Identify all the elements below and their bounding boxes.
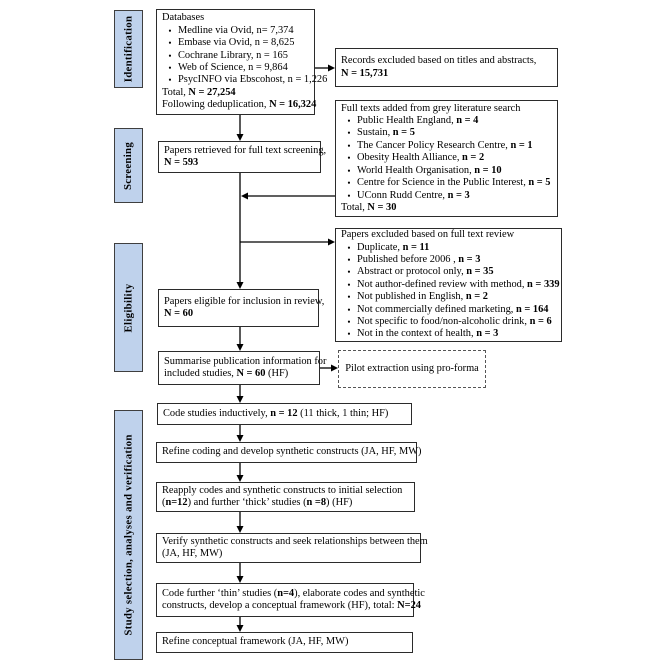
box-pilot-extraction: Pilot extraction using pro-forma [338,350,486,388]
bullet-icon: • [347,279,351,290]
bullet-item: •Obesity Health Alliance, n = 2 [341,152,552,164]
bullet-icon: • [347,178,351,189]
bullet-item: •Not commercially defined marketing, n =… [341,304,556,316]
stage-study-selection-label: Study selection, analyses and verificati… [122,434,135,636]
bullet-icon: • [347,304,351,315]
text-line: Summarise publication information for [164,355,327,367]
stage-screening-label: Screening [122,141,135,190]
text-line: Refine coding and develop synthetic cons… [162,446,422,458]
bullet-icon: • [347,153,351,164]
bullet-item: •Duplicate, n = 11 [341,242,556,254]
text-line: Following deduplication, N = 16,324 [162,99,317,111]
stage-study-selection: Study selection, analyses and verificati… [114,410,143,660]
bullet-item: •Centre for Science in the Public Intere… [341,177,552,189]
bullet-item: •PsycINFO via Ebscohost, n = 1,226 [162,74,327,86]
text-line: Records excluded based on titles and abs… [341,55,537,67]
text-line: Total, N = 30 [341,201,397,213]
bullet-item: •Not specific to food/non-alcoholic drin… [341,316,556,328]
bullet-item: •Not in the context of health, n = 3 [341,328,556,340]
box-records-excluded: Records excluded based on titles and abs… [335,48,558,87]
text-line: (n=12) and further ‘thick’ studies (n =8… [162,497,353,508]
text-line: Refine conceptual framework (JA, HF, MW) [162,636,349,648]
text-line: Verify synthetic constructs and seek rel… [162,535,428,547]
text-line: Papers retrieved for full text screening… [164,144,327,156]
box-refine-framework: Refine conceptual framework (JA, HF, MW) [156,632,413,653]
text-line: N = 60 [164,308,194,319]
bullet-item: •Embase via Ovid, n = 8,625 [162,37,309,49]
box-papers-eligible: Papers eligible for inclusion in review,… [158,289,325,327]
stage-identification-label: Identification [122,15,135,83]
text-line: N = 593 [164,157,199,168]
box-papers-excluded: Papers excluded based on full text revie… [335,228,562,342]
bullet-item: •World Health Organisation, n = 10 [341,165,552,177]
bullet-icon: • [347,292,351,303]
box-papers-retrieved: Papers retrieved for full text screening… [158,141,327,173]
bullet-item: •Cochrane Library, n = 165 [162,50,309,62]
bullet-item: •UConn Rudd Centre, n = 3 [341,190,552,202]
bullet-item: •Public Health England, n = 4 [341,115,552,127]
text-line: Papers excluded based on full text revie… [341,229,515,241]
bullet-item: •Sustain, n = 5 [341,127,552,139]
bullet-icon: • [347,267,351,278]
bullet-icon: • [347,242,351,253]
bullet-icon: • [168,50,172,61]
box-verify-constructs: Verify synthetic constructs and seek rel… [156,533,428,563]
bullet-item: •Medline via Ovid, n= 7,374 [162,25,309,37]
bullet-icon: • [347,116,351,127]
bullet-icon: • [168,75,172,86]
text-line: constructs, develop a conceptual framewo… [162,600,421,611]
bullet-icon: • [347,329,351,340]
bullet-icon: • [347,128,351,139]
text-line: included studies, N = 60 (HF) [164,368,289,379]
text-line: Full texts added from grey literature se… [341,102,521,114]
stage-eligibility-label: Eligibility [122,283,135,332]
bullet-item: •The Cancer Policy Research Centre, n = … [341,140,552,152]
bullet-icon: • [347,190,351,201]
text-line: Code studies inductively, n = 12 (11 thi… [163,407,389,419]
text-line: Databases [162,12,205,24]
bullet-icon: • [168,38,172,49]
stage-screening: Screening [114,128,143,203]
bullet-icon: • [347,140,351,151]
bullet-icon: • [347,254,351,265]
text-line: N = 15,731 [341,67,389,79]
bullet-icon: • [168,25,172,36]
bullet-item: •Published before 2006 , n = 3 [341,254,556,266]
text-line: Pilot extraction using pro-forma [345,362,479,374]
bullet-icon: • [168,63,172,73]
bullet-item: •Not author-defined review with method, … [341,279,559,291]
box-reapply-codes: Reapply codes and synthetic constructs t… [156,482,415,512]
bullet-icon: • [347,317,351,328]
text-line: Code further ‘thin’ studies (n=4), elabo… [162,587,425,599]
stage-eligibility: Eligibility [114,243,143,372]
bullet-icon: • [347,165,351,176]
text-line: Reapply codes and synthetic constructs t… [162,484,403,496]
text-line: Total, N = 27,254 [162,86,236,98]
bullet-item: •Not published in English, n = 2 [341,291,556,303]
text-line: Papers eligible for inclusion in review, [164,295,325,307]
box-refine-coding: Refine coding and develop synthetic cons… [156,442,422,463]
box-grey-literature: Full texts added from grey literature se… [335,100,558,217]
box-code-inductively: Code studies inductively, n = 12 (11 thi… [157,403,412,425]
text-line: (JA, HF, MW) [162,548,223,559]
box-databases: Databases•Medline via Ovid, n= 7,374•Emb… [156,9,327,115]
bullet-item: •Web of Science, n = 9,864 [162,62,309,74]
box-code-further: Code further ‘thin’ studies (n=4), elabo… [156,583,425,617]
bullet-item: •Abstract or protocol only, n = 35 [341,266,556,278]
stage-identification: Identification [114,10,143,88]
